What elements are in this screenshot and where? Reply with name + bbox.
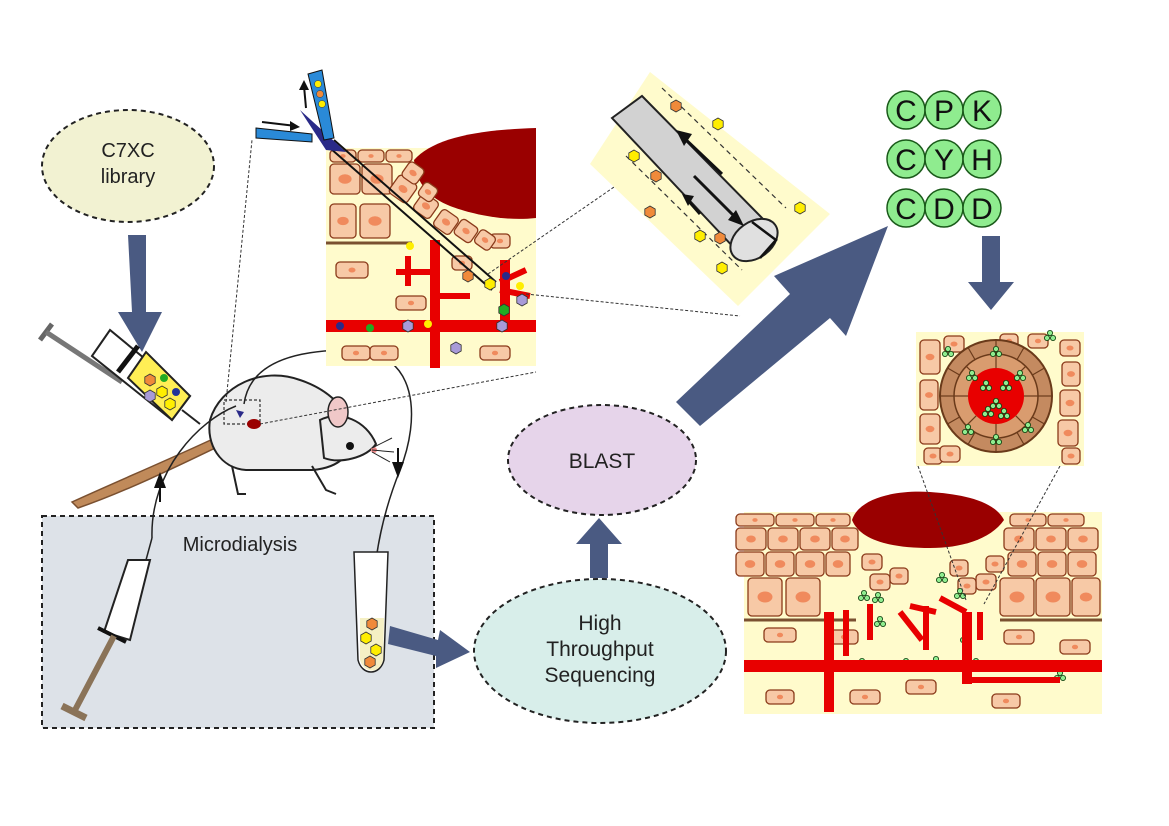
collection-tube <box>353 551 389 673</box>
amino-acid-ball: H <box>962 139 1002 179</box>
sequencing-label-line3: Sequencing <box>545 664 656 687</box>
amino-acid-ball: C <box>886 90 926 130</box>
microdialysis-inflow-tube <box>151 405 237 539</box>
vessel-cross-section <box>916 329 1084 466</box>
pump-syringe <box>60 537 153 722</box>
blast-node: BLAST <box>507 404 697 516</box>
injection-syringe <box>38 322 201 425</box>
amino-acid-letter: D <box>933 193 955 226</box>
flow-arrow-out <box>392 462 404 478</box>
amino-acid-letter: D <box>971 193 993 226</box>
library-label-line1: C7XC <box>101 140 154 162</box>
amino-acid-letter: C <box>895 95 917 128</box>
amino-acid-ball: C <box>886 188 926 228</box>
arrow-blast-to-peptides <box>676 226 888 426</box>
amino-acid-ball: P <box>924 90 964 130</box>
amino-acid-ball: C <box>886 139 926 179</box>
library-label-line2: library <box>101 166 155 188</box>
arrow-library-to-injection <box>118 235 162 352</box>
mouse-illustration <box>70 374 395 509</box>
amino-acid-letter: P <box>934 95 954 128</box>
amino-acid-letter: H <box>971 144 993 177</box>
amino-acid-ball: K <box>962 90 1002 130</box>
arrow-tube-to-sequencing <box>388 626 470 668</box>
amino-acid-ball: D <box>962 188 1002 228</box>
amino-acid-letter: Y <box>934 144 954 177</box>
probe-zoom <box>590 72 830 306</box>
amino-acid-ball: Y <box>924 139 964 179</box>
arrow-sequencing-to-blast <box>576 518 622 578</box>
sequencing-label-line2: Throughput <box>546 638 654 661</box>
tumor-tissue <box>735 491 1102 714</box>
amino-acid-letter: C <box>895 144 917 177</box>
flow-arrow-in <box>154 472 166 488</box>
sequencing-node: High Throughput Sequencing <box>473 578 727 724</box>
amino-acid-letter: C <box>895 193 917 226</box>
microdialysis-label: Microdialysis <box>183 534 297 556</box>
blast-label: BLAST <box>569 450 636 473</box>
amino-acid-ball: D <box>924 188 964 228</box>
amino-acid-letter: K <box>972 95 992 128</box>
sequencing-label-line1: High <box>578 612 621 635</box>
library-node: C7XC library <box>41 109 215 223</box>
arrow-peptides-to-tumor <box>968 236 1014 310</box>
tissue-zoom-top <box>255 69 536 368</box>
microdialysis-outflow-tube <box>243 349 413 561</box>
